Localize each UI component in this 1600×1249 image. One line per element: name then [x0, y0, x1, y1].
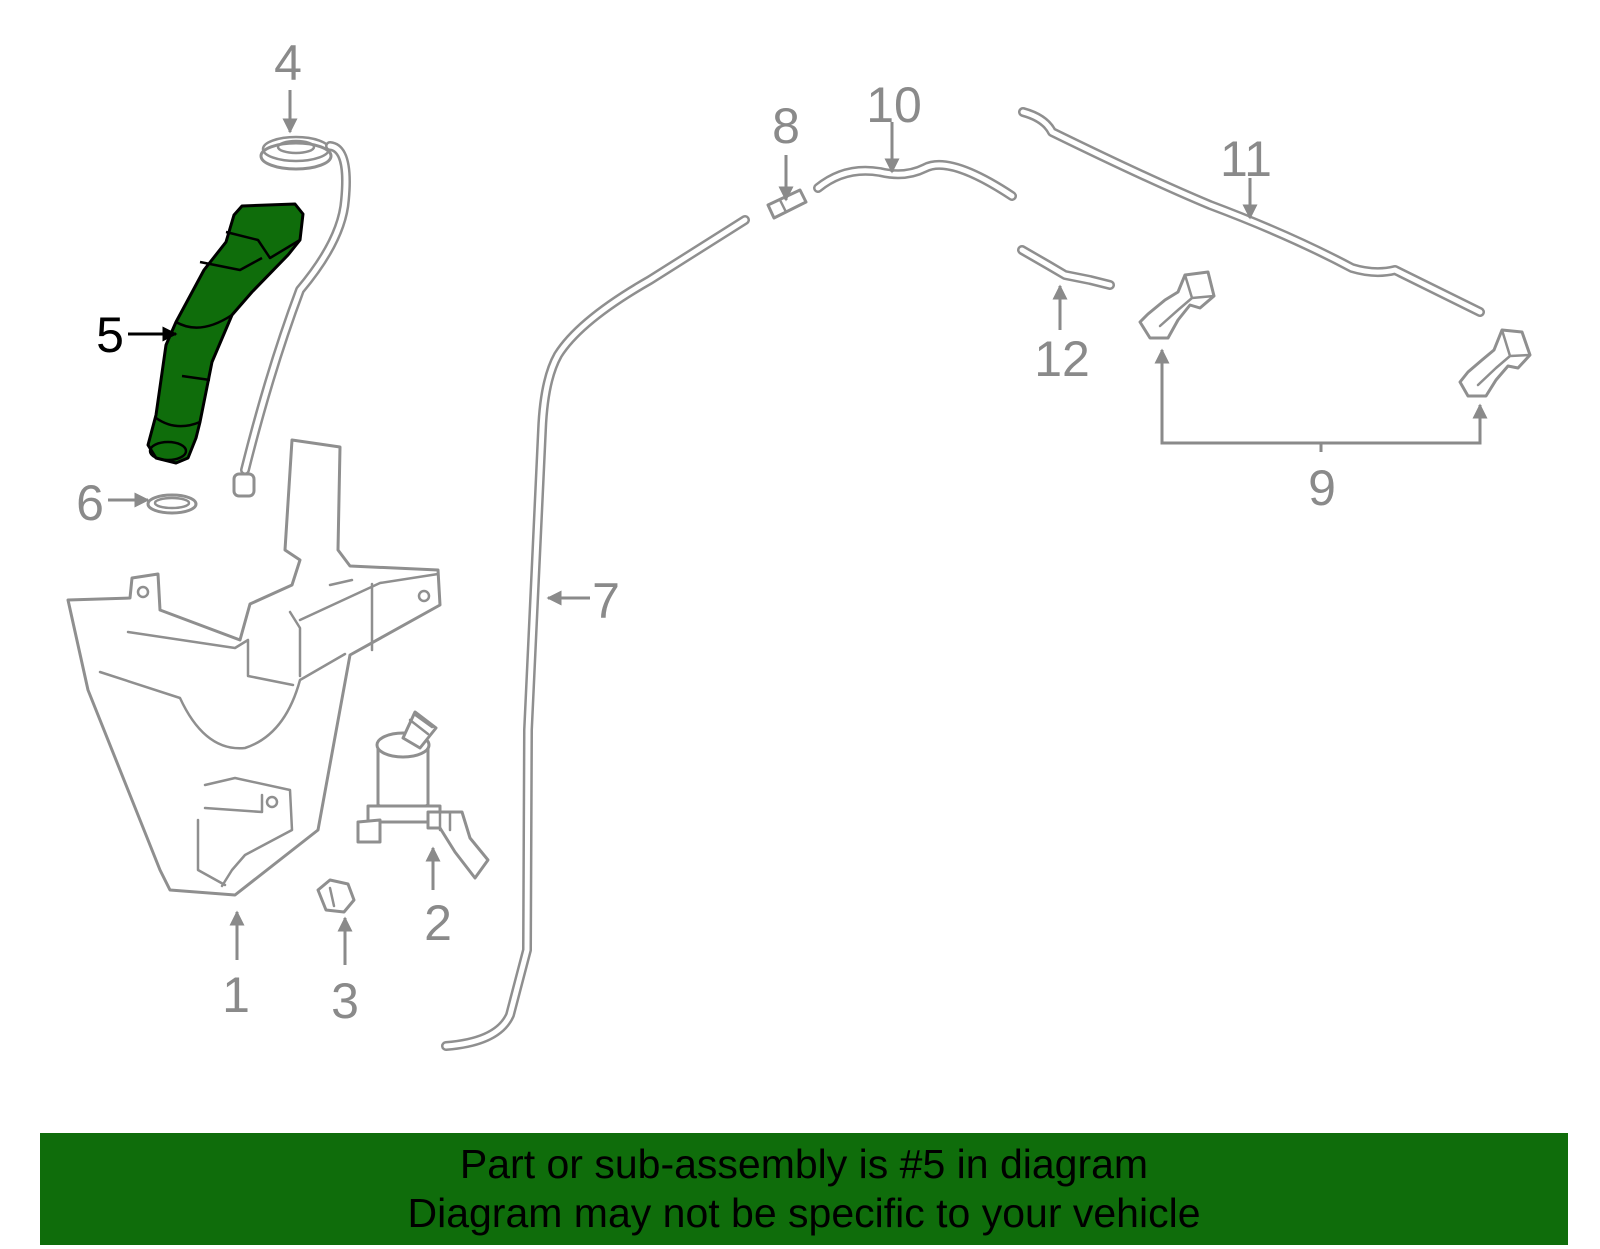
leader-9-bracket	[1154, 348, 1488, 445]
callout-5[interactable]: 5	[96, 307, 124, 363]
callout-4[interactable]: 4	[274, 35, 302, 91]
callout-6[interactable]: 6	[76, 475, 104, 531]
banner-line-2: Diagram may not be specific to your vehi…	[407, 1190, 1201, 1236]
callout-numbers: 1 2 3 4 5 6 7 8 9 10 11 12	[76, 35, 1336, 1029]
short-hose-part[interactable]	[813, 159, 1017, 201]
seal-ring-part[interactable]	[146, 493, 198, 515]
parts-diagram: 1 2 3 4 5 6 7 8 9 10 11 12	[66, 35, 1532, 1051]
upper-hose-part[interactable]	[1018, 107, 1485, 317]
banner-line-1: Part or sub-assembly is #5 in diagram	[459, 1141, 1149, 1187]
callout-2[interactable]: 2	[424, 895, 452, 951]
callout-3[interactable]: 3	[331, 973, 359, 1029]
callout-10[interactable]: 10	[866, 77, 922, 133]
filler-cap-part[interactable]	[232, 135, 351, 498]
hose-clip-part[interactable]	[1017, 245, 1115, 290]
callout-7[interactable]: 7	[592, 573, 620, 629]
washer-pump-part[interactable]	[356, 710, 490, 880]
callout-9[interactable]: 9	[1308, 460, 1336, 516]
callout-1[interactable]: 1	[222, 967, 250, 1023]
callout-8[interactable]: 8	[772, 98, 800, 154]
callout-11[interactable]: 11	[1220, 131, 1272, 187]
washer-nozzle-left-part[interactable]	[1138, 270, 1216, 340]
leader-lines	[108, 90, 1488, 965]
filler-neck-part[interactable]	[146, 202, 305, 465]
callout-12[interactable]: 12	[1034, 331, 1090, 387]
info-banner: Part or sub-assembly is #5 in diagram Di…	[40, 1133, 1568, 1245]
washer-hose-part[interactable]	[441, 215, 750, 1051]
reservoir-part[interactable]	[66, 438, 442, 897]
washer-nozzle-right-part[interactable]	[1458, 328, 1532, 398]
grommet-part[interactable]	[316, 878, 356, 914]
